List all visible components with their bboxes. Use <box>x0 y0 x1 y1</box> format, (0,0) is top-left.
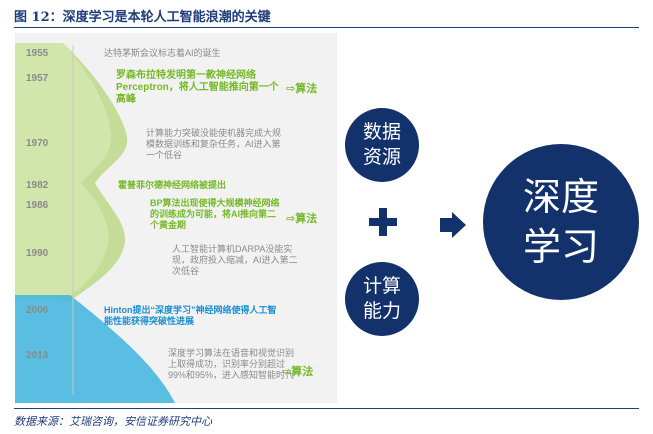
algorithm-tag-1: ⇨算法 <box>286 82 318 95</box>
year-1970: 1970 <box>26 138 49 149</box>
hollow-arrow-icon: ⇨ <box>282 365 292 378</box>
year-1957: 1957 <box>26 73 49 84</box>
figure-title: 图 12：深度学习是本轮人工智能浪潮的关键 <box>14 10 271 25</box>
year-2006: 2006 <box>26 305 49 316</box>
deep-learning-circle: 深度学习 <box>483 144 639 300</box>
algorithm-tag-3: ⇨算法 <box>282 365 314 378</box>
year-1990: 1990 <box>26 248 49 259</box>
wave-graphic <box>15 43 175 403</box>
data-resources-circle: 数据资源 <box>345 108 419 182</box>
title-divider <box>14 27 639 28</box>
year-1986: 1986 <box>26 200 49 211</box>
right-arrow-icon <box>440 212 466 238</box>
event-1970: 计算能力突破没能使机器完成大规模数据训练和复杂任务，AI进入第一个低谷 <box>146 128 282 160</box>
event-1986: BP算法出现使得大规模神经网络的训练成为可能，将AI推向第二个黄金期 <box>150 198 280 230</box>
source-divider <box>14 408 639 409</box>
event-2006: Hinton提出“深度学习”神经网络使得人工智能性能获得突破性进展 <box>104 305 277 326</box>
event-1982: 霍普菲尔德神经网络被提出 <box>118 180 227 190</box>
hollow-arrow-icon: ⇨ <box>286 82 296 95</box>
timeline-panel <box>15 33 337 403</box>
year-1955: 1955 <box>26 48 49 59</box>
hollow-arrow-icon: ⇨ <box>286 212 296 225</box>
computing-power-circle: 计算能力 <box>345 262 419 336</box>
algorithm-tag-2: ⇨算法 <box>286 212 318 225</box>
year-1982: 1982 <box>26 180 49 191</box>
data-source: 数据来源：艾瑞咨询，安信证券研究中心 <box>14 415 212 428</box>
year-2013: 2013 <box>26 350 49 361</box>
green-wave-inner <box>15 43 111 301</box>
blue-wave <box>15 295 175 403</box>
event-1957: 罗森布拉特发明第一款神经网络Perceptron，将人工智能推向第一个高峰 <box>116 70 279 105</box>
event-1990: 人工智能计算机DARPA没能实现，政府投入缩减，AI进入第二次低谷 <box>172 244 298 276</box>
plus-icon <box>369 208 397 236</box>
event-2013: 深度学习算法在语音和视觉识别上取得成功，识别率分别超过99%和95%，进入感知智… <box>168 348 295 380</box>
event-1955: 达特茅斯会议标志着AI的诞生 <box>104 48 221 58</box>
